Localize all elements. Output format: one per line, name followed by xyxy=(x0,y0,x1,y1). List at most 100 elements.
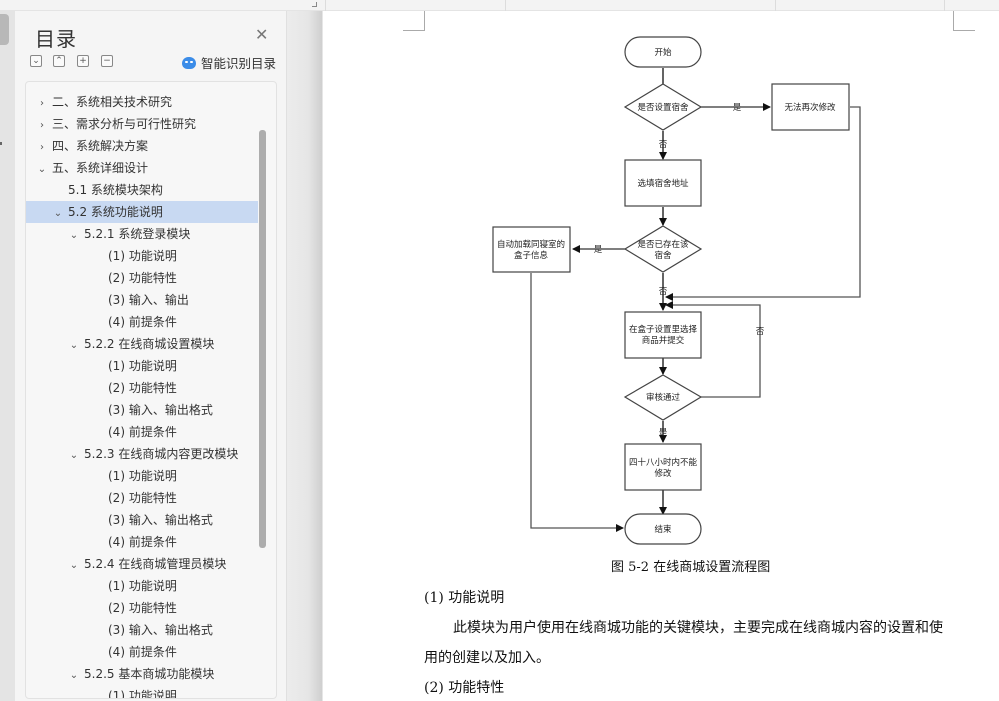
toc-item-label: 二、系统相关技术研究 xyxy=(52,95,173,109)
toc-item-label: (1) 功能说明 xyxy=(108,359,177,373)
flow-edge xyxy=(665,301,761,398)
toc-item[interactable]: ⌄5.2.3 在线商城内容更改模块 xyxy=(26,443,258,465)
toc-item[interactable]: (4) 前提条件 xyxy=(26,421,258,443)
toc-item[interactable]: (3) 输入、输出格式 xyxy=(26,619,258,641)
toc-item[interactable]: › 二、系统相关技术研究 xyxy=(26,91,258,113)
node-auto-load xyxy=(492,226,571,273)
node-start xyxy=(624,36,702,68)
toc-item[interactable]: (1) 功能说明 xyxy=(26,685,258,698)
toc-item[interactable]: (2) 功能特性 xyxy=(26,267,258,289)
rail-tab[interactable] xyxy=(0,14,9,45)
chevron-right-icon[interactable]: › xyxy=(40,98,44,109)
panel-divider[interactable] xyxy=(286,11,322,701)
toc-item[interactable]: (2) 功能特性 xyxy=(26,487,258,509)
node-choose-address xyxy=(624,159,702,207)
node-decision-review xyxy=(623,374,703,421)
section-heading: (2) 功能特性 xyxy=(424,680,505,696)
chevron-right-icon[interactable]: › xyxy=(40,142,44,153)
toc-item-label: 五、系统详细设计 xyxy=(52,161,149,175)
toc-item[interactable]: ⌄ 五、系统详细设计 xyxy=(26,157,258,179)
ruler-corner xyxy=(312,2,317,7)
toc-item-label: 5.2.4 在线商城管理员模块 xyxy=(84,557,227,571)
toc-item[interactable]: (1) 功能说明 xyxy=(26,355,258,377)
toc-item-label: (3) 输入、输出格式 xyxy=(108,513,213,527)
toc-item[interactable]: ⌄ 5.2.1 系统登录模块 xyxy=(26,223,258,245)
chevron-down-icon[interactable]: ⌄ xyxy=(69,450,79,461)
chevron-down-icon[interactable]: ⌄ xyxy=(69,560,79,571)
figure-caption: 图 5-2 在线商城设置流程图 xyxy=(611,560,771,575)
toc-item-label: (3) 输入、输出格式 xyxy=(108,403,213,417)
chevron-down-icon[interactable]: ⌄ xyxy=(37,164,47,175)
close-icon[interactable]: ✕ xyxy=(255,25,269,44)
toc-item-label: 5.2.5 基本商城功能模块 xyxy=(84,667,215,681)
toc-item-label: 5.2.1 系统登录模块 xyxy=(84,227,191,241)
toc-item[interactable]: ⌄5.2.2 在线商城设置模块 xyxy=(26,333,258,355)
edge-label-no: 否 xyxy=(756,327,765,337)
ruler-tick xyxy=(944,0,945,11)
body-paragraph-line: 此模块为用户使用在线商城功能的关键模块，主要完成在线商城内容的设置和使 xyxy=(453,620,943,636)
ruler-tick xyxy=(505,0,506,11)
chevron-down-icon[interactable]: ⌄ xyxy=(69,230,79,241)
toc-item[interactable]: ⌄ 5.2.4 在线商城管理员模块 xyxy=(26,553,258,575)
toc-item-label: (3) 输入、输出格式 xyxy=(108,623,213,637)
toc-item[interactable]: (1) 功能说明 xyxy=(26,575,258,597)
chevron-right-icon[interactable]: › xyxy=(40,120,44,131)
chevron-down-icon[interactable]: ⌄ xyxy=(53,208,63,219)
edge-label-yes: 是 xyxy=(659,428,668,438)
node-select-goods-label: 商品并提交 xyxy=(642,335,685,346)
toc-item-label: (3) 输入、输出 xyxy=(108,293,189,307)
crop-mark xyxy=(403,11,425,31)
collapse-level-button[interactable]: ⌃ xyxy=(53,55,65,67)
smart-toc-label: 智能识别目录 xyxy=(201,56,277,71)
smart-toc-button[interactable]: 智能识别目录 xyxy=(182,53,276,72)
toc-item[interactable]: (4) 前提条件 xyxy=(26,641,258,663)
body-paragraph-line: 用的创建以及加入。 xyxy=(424,650,550,666)
node-decision-exist-label: 是否已存在该 xyxy=(637,239,689,250)
toc-item[interactable]: ›三、需求分析与可行性研究 xyxy=(26,113,258,135)
ruler-tick xyxy=(325,0,326,11)
node-decision-review-label: 审核通过 xyxy=(646,392,681,403)
collapse-all-button[interactable]: ⌄ xyxy=(30,55,42,67)
remove-heading-button[interactable]: − xyxy=(101,55,113,67)
node-lock xyxy=(624,443,702,491)
toc-item[interactable]: ⌄ 5.2.5 基本商城功能模块 xyxy=(26,663,258,685)
node-auto-load-label: 盒子信息 xyxy=(514,250,549,261)
toc-item[interactable]: 5.1 系统模块架构 xyxy=(26,179,258,201)
node-select-goods-label: 在盒子设置里选择 xyxy=(629,324,698,335)
toc-item-label: (4) 前提条件 xyxy=(108,535,177,549)
node-start-label: 开始 xyxy=(654,47,672,58)
chevron-down-icon[interactable]: ⌄ xyxy=(69,670,79,681)
toc-item-label: (1) 功能说明 xyxy=(108,469,177,483)
toc-item[interactable]: (1) 功能说明 xyxy=(26,245,258,267)
toc-item-label: (2) 功能特性 xyxy=(108,271,177,285)
toc-item[interactable]: (3) 输入、输出格式 xyxy=(26,399,258,421)
toc-item-label: 5.2 系统功能说明 xyxy=(68,205,163,219)
toc-item[interactable]: (3) 输入、输出格式 xyxy=(26,509,258,531)
chevron-down-icon[interactable]: ⌄ xyxy=(69,340,79,351)
toc-scrollbar[interactable] xyxy=(259,130,266,548)
document-page: 开始 是否设置宿舍 无法再次修改 选填宿舍地址 是否已存在该 宿舍 自动加载同寝… xyxy=(323,11,999,701)
add-heading-button[interactable]: + xyxy=(77,55,89,67)
crop-mark xyxy=(953,11,975,31)
node-decision-set-label: 是否设置宿舍 xyxy=(637,102,689,113)
toc-item[interactable]: (1) 功能说明 xyxy=(26,465,258,487)
node-no-modify xyxy=(771,83,850,131)
node-auto-load-label: 自动加载同寝室的 xyxy=(497,239,565,250)
toc-item[interactable]: ›四、系统解决方案 xyxy=(26,135,258,157)
edge-label-yes: 是 xyxy=(733,103,742,113)
toc-tree: › 二、系统相关技术研究 ›三、需求分析与可行性研究›四、系统解决方案 ⌄ 五、系统详细… xyxy=(25,81,277,699)
node-end-label: 结束 xyxy=(654,524,672,535)
toc-item[interactable]: (2) 功能特性 xyxy=(26,597,258,619)
toc-item[interactable]: (2) 功能特性 xyxy=(26,377,258,399)
node-decision-exist-label: 宿舍 xyxy=(654,250,672,261)
flow-edge xyxy=(665,106,861,301)
toc-item[interactable]: (4) 前提条件 xyxy=(26,531,258,553)
toc-item[interactable]: (4) 前提条件 xyxy=(26,311,258,333)
toc-title: 目录 xyxy=(35,27,77,51)
toc-item[interactable]: (3) 输入、输出 xyxy=(26,289,258,311)
edge-label-no: 否 xyxy=(659,287,668,297)
rail-marker xyxy=(0,142,2,145)
node-lock-label: 修改 xyxy=(654,468,672,479)
toc-item[interactable]: ⌄ 5.2 系统功能说明 xyxy=(26,201,258,223)
